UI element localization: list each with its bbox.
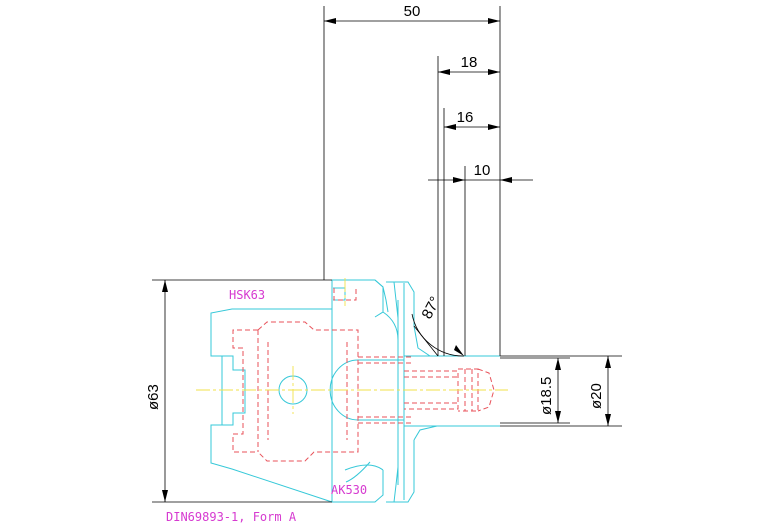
holder-type-label: HSK63 (229, 288, 265, 302)
holder-outline (210, 279, 500, 503)
dimension-10-label: 10 (474, 162, 491, 179)
dimension-50-label: 50 (404, 3, 421, 20)
center-lines (196, 278, 508, 414)
diameter-63-label: ø63 (145, 384, 162, 410)
diameter-18-5-label: ø18.5 (538, 377, 555, 415)
dimension-18-label: 18 (461, 54, 478, 71)
part-number-label: AK530 (331, 483, 367, 497)
dimension-16-label: 16 (457, 109, 474, 126)
dimension-lines (152, 6, 622, 503)
diameter-20-label: ø20 (588, 383, 605, 409)
angle-87-label: 87° (419, 294, 445, 322)
hidden-lines (232, 288, 495, 462)
standard-label: DIN69893-1, Form A (166, 510, 297, 523)
